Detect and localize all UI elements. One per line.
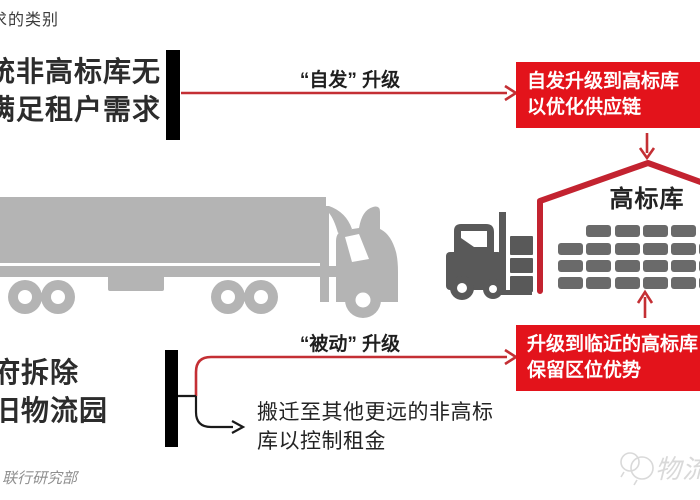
relocate-note-line2: 库以控制租金 — [257, 430, 386, 453]
warehouse-label: 高标库 — [609, 186, 685, 213]
top-cause-line1: 统非高标库无 — [0, 56, 162, 87]
top-cause-text: 统非高标库无 满足租户需求 — [0, 53, 161, 129]
top-result-line2: 以优化供应链 — [527, 97, 642, 118]
pallet-blocks — [558, 225, 700, 289]
wechat-bubbles-icon — [620, 452, 654, 486]
up-arrow — [636, 289, 654, 318]
down-arrow — [638, 133, 656, 161]
relocate-note: 搬迁至其他更远的非高标 库以控制租金 — [257, 398, 494, 456]
bottom-arrow-label: “被动” 升级 — [299, 334, 401, 355]
bottom-result-box: 升级到临近的高标库 保留区位优势 — [516, 325, 700, 391]
bottom-result-line1: 升级到临近的高标库 — [527, 334, 699, 355]
top-anchor-bar — [166, 50, 180, 140]
bottom-cause-line1: 府拆除 — [0, 357, 80, 388]
top-cause-line2: 满足租户需求 — [0, 94, 162, 125]
bottom-cause-line2: 旧物流园 — [0, 395, 109, 426]
top-result-box: 自发升级到高标库 以优化供应链 — [516, 62, 700, 128]
warehouse-icon — [537, 160, 700, 294]
relocate-note-line1: 搬迁至其他更远的非高标 — [257, 401, 494, 424]
page-title-partial: 求的类别 — [0, 12, 60, 29]
branch-arrow — [178, 394, 246, 434]
bottom-anchor-bar — [165, 350, 178, 447]
bottom-cause-text: 府拆除 旧物流园 — [0, 354, 108, 430]
top-result-line1: 自发升级到高标库 — [527, 71, 680, 92]
top-arrow-label: “自发” 升级 — [299, 70, 401, 91]
bottom-flow-arrow — [194, 348, 519, 396]
forklift-icon — [446, 212, 533, 300]
watermark-text: 物流 — [655, 454, 700, 484]
truck-icon — [0, 197, 398, 318]
source-credit: 联行研究部 — [2, 471, 78, 487]
bottom-result-line2: 保留区位优势 — [527, 360, 642, 381]
